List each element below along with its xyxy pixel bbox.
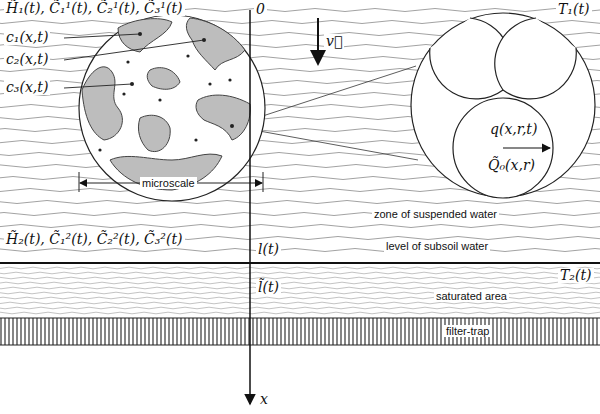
math-label: c₁(x,t) xyxy=(4,30,50,45)
x-axis xyxy=(249,10,251,404)
math-label: 0 xyxy=(254,2,267,17)
radius-arrow xyxy=(503,147,550,148)
math-label: Q̃₀(x,r) xyxy=(486,158,537,173)
pore-circle xyxy=(411,13,595,197)
math-label: T₁(t) xyxy=(556,2,592,17)
water-waves xyxy=(0,9,600,314)
wave-line xyxy=(0,249,600,252)
solid-grains xyxy=(82,18,250,190)
math-label: l(t) xyxy=(256,242,281,257)
wave-line xyxy=(0,297,600,299)
wave-line xyxy=(0,213,600,216)
region-label: level of subsoil water xyxy=(384,240,490,252)
wave-line xyxy=(0,307,600,309)
leader-line xyxy=(64,34,140,38)
wave-line xyxy=(0,302,600,304)
region-label: filter-trap xyxy=(444,325,491,337)
microscale-circle xyxy=(79,15,265,201)
filter-trap-band xyxy=(0,318,600,345)
leader-line xyxy=(64,84,132,88)
wave-line xyxy=(0,201,600,204)
math-label: T₂(t) xyxy=(558,268,594,283)
math-label: c₃(x,t) xyxy=(4,80,50,95)
wave-line xyxy=(0,272,600,274)
region-label: microscale xyxy=(140,177,197,189)
wave-line xyxy=(0,287,600,289)
leader-line xyxy=(64,40,204,60)
filter-border xyxy=(0,345,600,346)
math-label: v⃗ xyxy=(324,34,344,49)
filter-border xyxy=(0,318,600,319)
wave-line xyxy=(0,267,600,269)
math-label: q(x,r,t) xyxy=(488,122,539,137)
wave-line xyxy=(0,282,600,284)
math-label: x xyxy=(258,392,270,407)
math-label: l̃(t) xyxy=(256,280,281,295)
math-label: c₂(x,t) xyxy=(4,52,50,67)
velocity-arrow xyxy=(317,18,319,64)
wave-line xyxy=(0,292,600,294)
wave-line xyxy=(0,312,600,314)
subsoil-level-line xyxy=(0,262,600,264)
wave-line xyxy=(0,277,600,279)
particles xyxy=(98,54,234,151)
math-label: H̃₁(t), C̃₁¹(t), C̃₂¹(t), C̃₃¹(t) xyxy=(4,1,185,16)
region-label: zone of suspended water xyxy=(372,208,499,220)
grain-spheres xyxy=(430,18,577,198)
math-label: H̃₂(t), C̃₁²(t), C̃₂²(t), C̃₃²(t) xyxy=(4,232,185,247)
wave-line xyxy=(0,225,600,228)
region-label: saturated area xyxy=(434,290,509,302)
